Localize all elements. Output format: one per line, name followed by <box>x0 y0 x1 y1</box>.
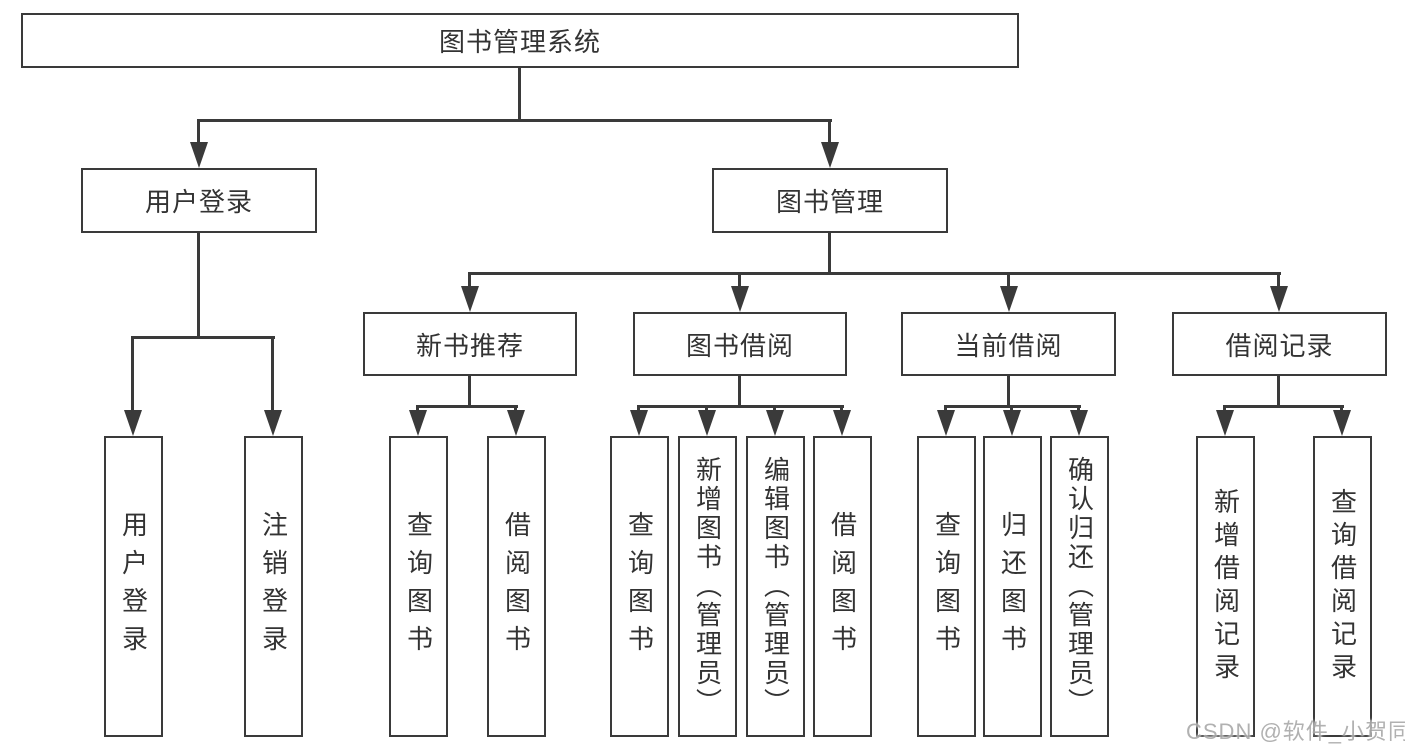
connector-line <box>1277 272 1280 296</box>
connector-line <box>1007 272 1010 296</box>
leaf-logout: 注销登录 <box>244 436 303 737</box>
connector-line <box>416 405 518 408</box>
connector-line <box>637 405 844 408</box>
leaf-records-add-record: 新增借阅记录 <box>1196 436 1255 737</box>
arrow-down-icon <box>937 410 955 436</box>
arrow-down-icon <box>698 410 716 436</box>
arrow-down-icon <box>833 410 851 436</box>
arrow-down-icon <box>409 410 427 436</box>
arrow-down-icon <box>461 286 479 312</box>
node-new-book-recommend: 新书推荐 <box>363 312 577 376</box>
node-book-borrow: 图书借阅 <box>633 312 847 376</box>
arrow-down-icon <box>731 286 749 312</box>
connector-line <box>197 233 200 339</box>
leaf-borrow-add-books-admin: 新增图书（管理员） <box>678 436 737 737</box>
leaf-current-return-books: 归还图书 <box>983 436 1042 737</box>
node-root: 图书管理系统 <box>21 13 1019 68</box>
connector-line <box>1223 405 1344 408</box>
arrow-down-icon <box>1070 410 1088 436</box>
arrow-down-icon <box>190 142 208 168</box>
arrow-down-icon <box>1003 410 1021 436</box>
leaf-user-login: 用户登录 <box>104 436 163 737</box>
connector-line <box>828 233 831 275</box>
connector-line <box>828 119 831 150</box>
connector-line <box>518 68 521 122</box>
connector-line <box>197 119 832 122</box>
arrow-down-icon <box>124 410 142 436</box>
node-user-login: 用户登录 <box>81 168 317 233</box>
arrow-down-icon <box>1216 410 1234 436</box>
leaf-current-confirm-return-admin: 确认归还（管理员） <box>1050 436 1109 737</box>
leaf-newrec-borrow-books: 借阅图书 <box>487 436 546 737</box>
connector-line <box>738 375 741 408</box>
node-book-management: 图书管理 <box>712 168 948 233</box>
connector-line <box>1007 375 1010 408</box>
arrow-down-icon <box>1000 286 1018 312</box>
connector-line <box>271 336 274 420</box>
leaf-borrow-edit-books-admin: 编辑图书（管理员） <box>746 436 805 737</box>
connector-line <box>131 336 134 420</box>
arrow-down-icon <box>1333 410 1351 436</box>
leaf-borrow-borrow-books: 借阅图书 <box>813 436 872 737</box>
arrow-down-icon <box>507 410 525 436</box>
connector-line <box>468 375 471 408</box>
leaf-borrow-query-books: 查询图书 <box>610 436 669 737</box>
arrow-down-icon <box>821 142 839 168</box>
leaf-current-query-books: 查询图书 <box>917 436 976 737</box>
arrow-down-icon <box>766 410 784 436</box>
arrow-down-icon <box>630 410 648 436</box>
connector-line <box>468 272 471 296</box>
connector-line <box>1277 375 1280 408</box>
connector-line <box>738 272 741 296</box>
leaf-records-query-record: 查询借阅记录 <box>1313 436 1372 737</box>
arrow-down-icon <box>264 410 282 436</box>
connector-line <box>131 336 275 339</box>
node-current-borrow: 当前借阅 <box>901 312 1116 376</box>
connector-line <box>468 272 1281 275</box>
arrow-down-icon <box>1270 286 1288 312</box>
connector-line <box>197 119 200 150</box>
node-borrow-records: 借阅记录 <box>1172 312 1387 376</box>
leaf-newrec-query-books: 查询图书 <box>389 436 448 737</box>
csdn-watermark: CSDN @软件_小贺同学 <box>1186 719 1405 744</box>
